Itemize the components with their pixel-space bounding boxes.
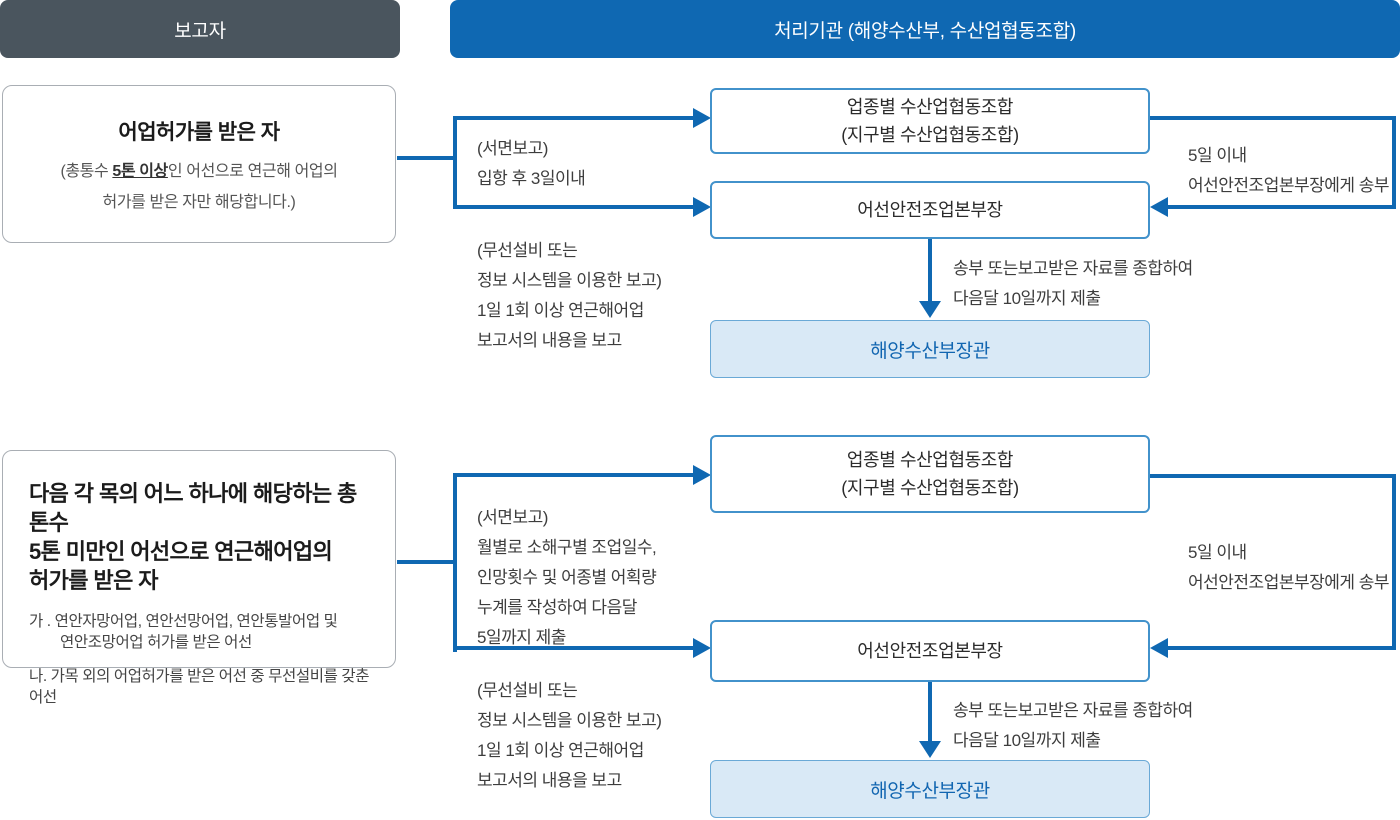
flow1-branch-top-line	[453, 116, 695, 120]
flow1-loop-bottom-line	[1168, 205, 1396, 209]
flow2-label-submit-10th: 송부 또는보고받은 자료를 종합하여 다음달 10일까지 제출	[953, 701, 1193, 750]
flow2-reporter-item-ga-line2: 연안조망어업 허가를 받은 어선	[60, 634, 252, 651]
header-reporter: 보고자	[0, 0, 400, 58]
flow2-branch-top-line	[453, 473, 695, 477]
flow1-label-submit-10th: 송부 또는보고받은 자료를 종합하여 다음달 10일까지 제출	[953, 259, 1193, 308]
flow2-arrow-into-hq-icon	[1150, 638, 1168, 658]
flow1-reporter-sub-suffix: 인 어선으로 연근해 어업의	[167, 163, 338, 180]
header-agency: 처리기관 (해양수산부, 수산업협동조합)	[450, 0, 1400, 58]
flow2-node-hq: 어선안전조업본부장	[710, 620, 1150, 682]
flow2-loop-top-line	[1150, 474, 1396, 478]
flow1-arrow-to-minister-icon	[919, 301, 941, 318]
flow1-node-minister: 해양수산부장관	[710, 320, 1150, 378]
flow1-label-written-report: (서면보고) 입항 후 3일이내	[477, 139, 586, 188]
flow1-node-hq: 어선안전조업본부장	[710, 181, 1150, 239]
flow1-branch-bottom-line	[453, 205, 695, 209]
flow1-down-line	[928, 239, 932, 302]
flow1-reporter-sub-prefix: (총통수	[60, 163, 113, 180]
flow1-arrow-into-hq-icon	[1150, 197, 1168, 217]
flow2-arrow-to-hq-icon	[693, 638, 711, 658]
flow2-reporter-title: 다음 각 목의 어느 하나에 해당하는 총 톤수 5톤 미만인 어선으로 연근해…	[29, 481, 357, 593]
flow1-branch-vline	[453, 116, 457, 209]
flow2-reporter-item-ga-line1: 가 . 연안자망어업, 연안선망어업, 연안통발어업 및	[29, 613, 338, 630]
flow2-loop-bottom-line	[1168, 646, 1396, 650]
flow1-label-wireless-report: (무선설비 또는 정보 시스템을 이용한 보고) 1일 1회 이상 연근해어업 …	[477, 241, 662, 350]
flow2-reporter-box: 다음 각 목의 어느 하나에 해당하는 총 톤수 5톤 미만인 어선으로 연근해…	[2, 450, 396, 706]
flow2-label-wireless-report: (무선설비 또는 정보 시스템을 이용한 보고) 1일 1회 이상 연근해어업 …	[477, 681, 662, 790]
flow1-loop-vline	[1392, 116, 1396, 209]
flow2-loop-vline	[1392, 474, 1396, 650]
flow1-reporter-title: 어업허가를 받은 자	[118, 121, 280, 144]
flow1-node-coop: 업종별 수산업협동조합 (지구별 수산업협동조합)	[710, 88, 1150, 154]
flow1-reporter-sub-line2: 허가를 받은 자만 해당합니다.)	[102, 194, 296, 211]
flow2-node-minister: 해양수산부장관	[710, 760, 1150, 818]
flow2-branch-bottom-line	[453, 646, 695, 650]
flow1-loop-top-line	[1150, 116, 1396, 120]
flow1-label-send-5days: 5일 이내 어선안전조업본부장에게 송부	[1188, 146, 1390, 195]
flow2-label-send-5days: 5일 이내 어선안전조업본부장에게 송부	[1188, 543, 1390, 592]
flow1-stub-line	[397, 156, 455, 160]
flow2-down-line	[928, 682, 932, 742]
flow2-arrow-to-minister-icon	[919, 741, 941, 758]
flow1-reporter-box: 어업허가를 받은 자 (총통수 5톤 이상인 어선으로 연근해 어업의 허가를 …	[2, 85, 396, 243]
flow1-reporter-subtitle: (총통수 5톤 이상인 어선으로 연근해 어업의 허가를 받은 자만 해당합니다…	[60, 156, 338, 218]
flow2-branch-vline	[453, 473, 457, 652]
flow2-stub-line	[397, 560, 455, 564]
flow2-arrow-to-coop-icon	[693, 465, 711, 485]
flow2-reporter-item-na: 나. 가목 외의 어업허가를 받은 어선 중 무선설비를 갖춘어선	[29, 668, 370, 706]
flow1-arrow-to-hq-icon	[693, 197, 711, 217]
flow2-label-written-report: (서면보고) 월별로 소해구별 조업일수, 인망횟수 및 어종별 어획량 누계를…	[477, 508, 657, 647]
flow1-arrow-to-coop-icon	[693, 108, 711, 128]
flow1-reporter-sub-strong: 5톤 이상	[112, 163, 168, 180]
flow2-node-coop: 업종별 수산업협동조합 (지구별 수산업협동조합)	[710, 435, 1150, 513]
